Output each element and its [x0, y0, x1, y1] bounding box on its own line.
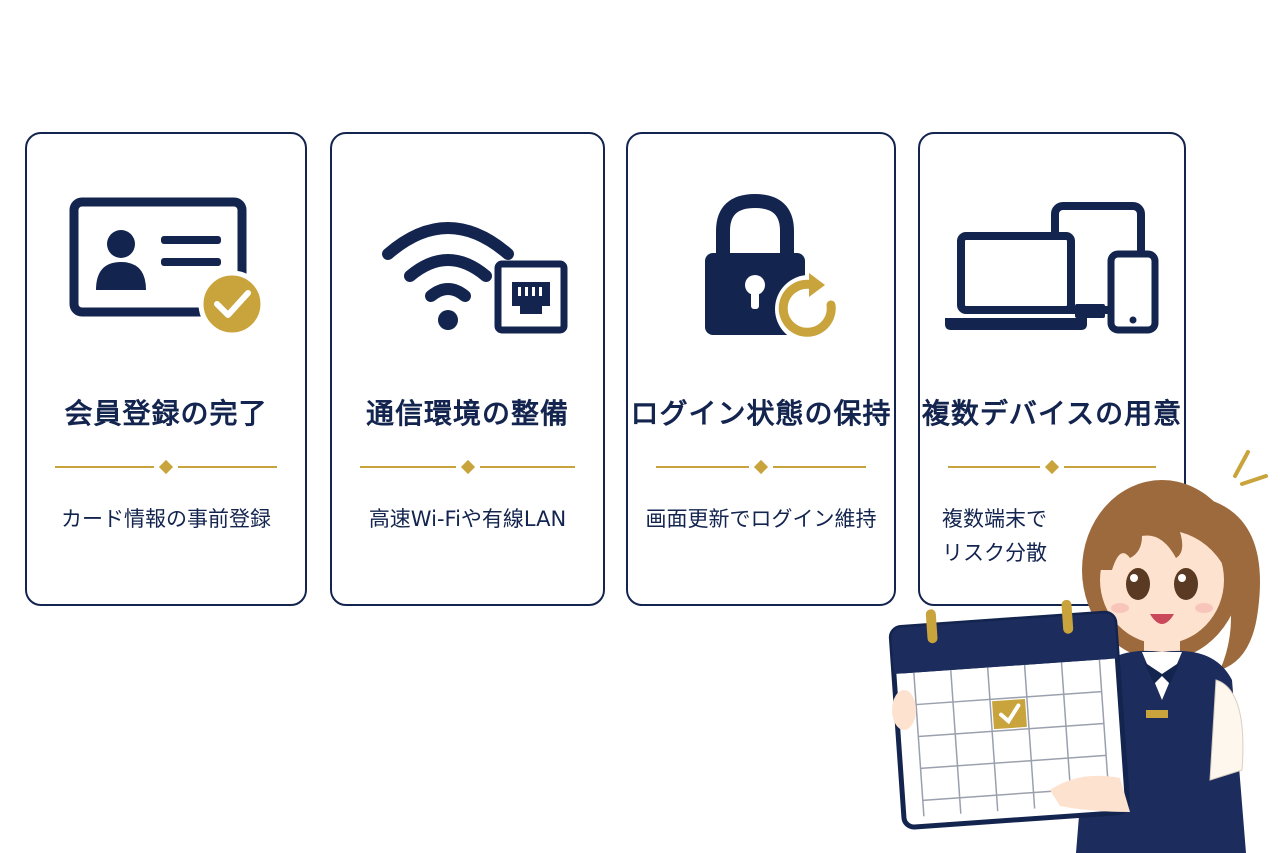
wifi-lan-icon	[332, 182, 603, 352]
card-membership: 会員登録の完了 カード情報の事前登録	[25, 132, 307, 606]
card-title: 通信環境の整備	[365, 397, 569, 430]
divider	[656, 459, 866, 475]
card-subtitle: 高速Wi-Fiや有線LAN	[368, 507, 567, 531]
card-network: 通信環境の整備 高速Wi-Fiや有線LAN	[330, 132, 605, 606]
mascot-illustration	[888, 450, 1268, 853]
divider	[360, 459, 575, 475]
lock-refresh-icon	[628, 182, 894, 352]
card-title: 会員登録の完了	[64, 397, 268, 430]
card-subtitle: 複数端末で リスク分散	[942, 507, 1047, 565]
divider	[55, 459, 277, 475]
card-subtitle: 画面更新でログイン維持	[645, 507, 877, 531]
card-login: ログイン状態の保持 画面更新でログイン維持	[626, 132, 896, 606]
sparkle-icon	[1233, 450, 1268, 486]
card-title: 複数デバイスの用意	[921, 397, 1183, 430]
devices-icon	[920, 182, 1184, 352]
divider	[948, 459, 1156, 475]
card-title: ログイン状態の保持	[630, 397, 892, 430]
id-card-check-icon	[27, 182, 305, 352]
card-subtitle: カード情報の事前登録	[61, 507, 271, 531]
calendar-icon	[888, 599, 1130, 830]
